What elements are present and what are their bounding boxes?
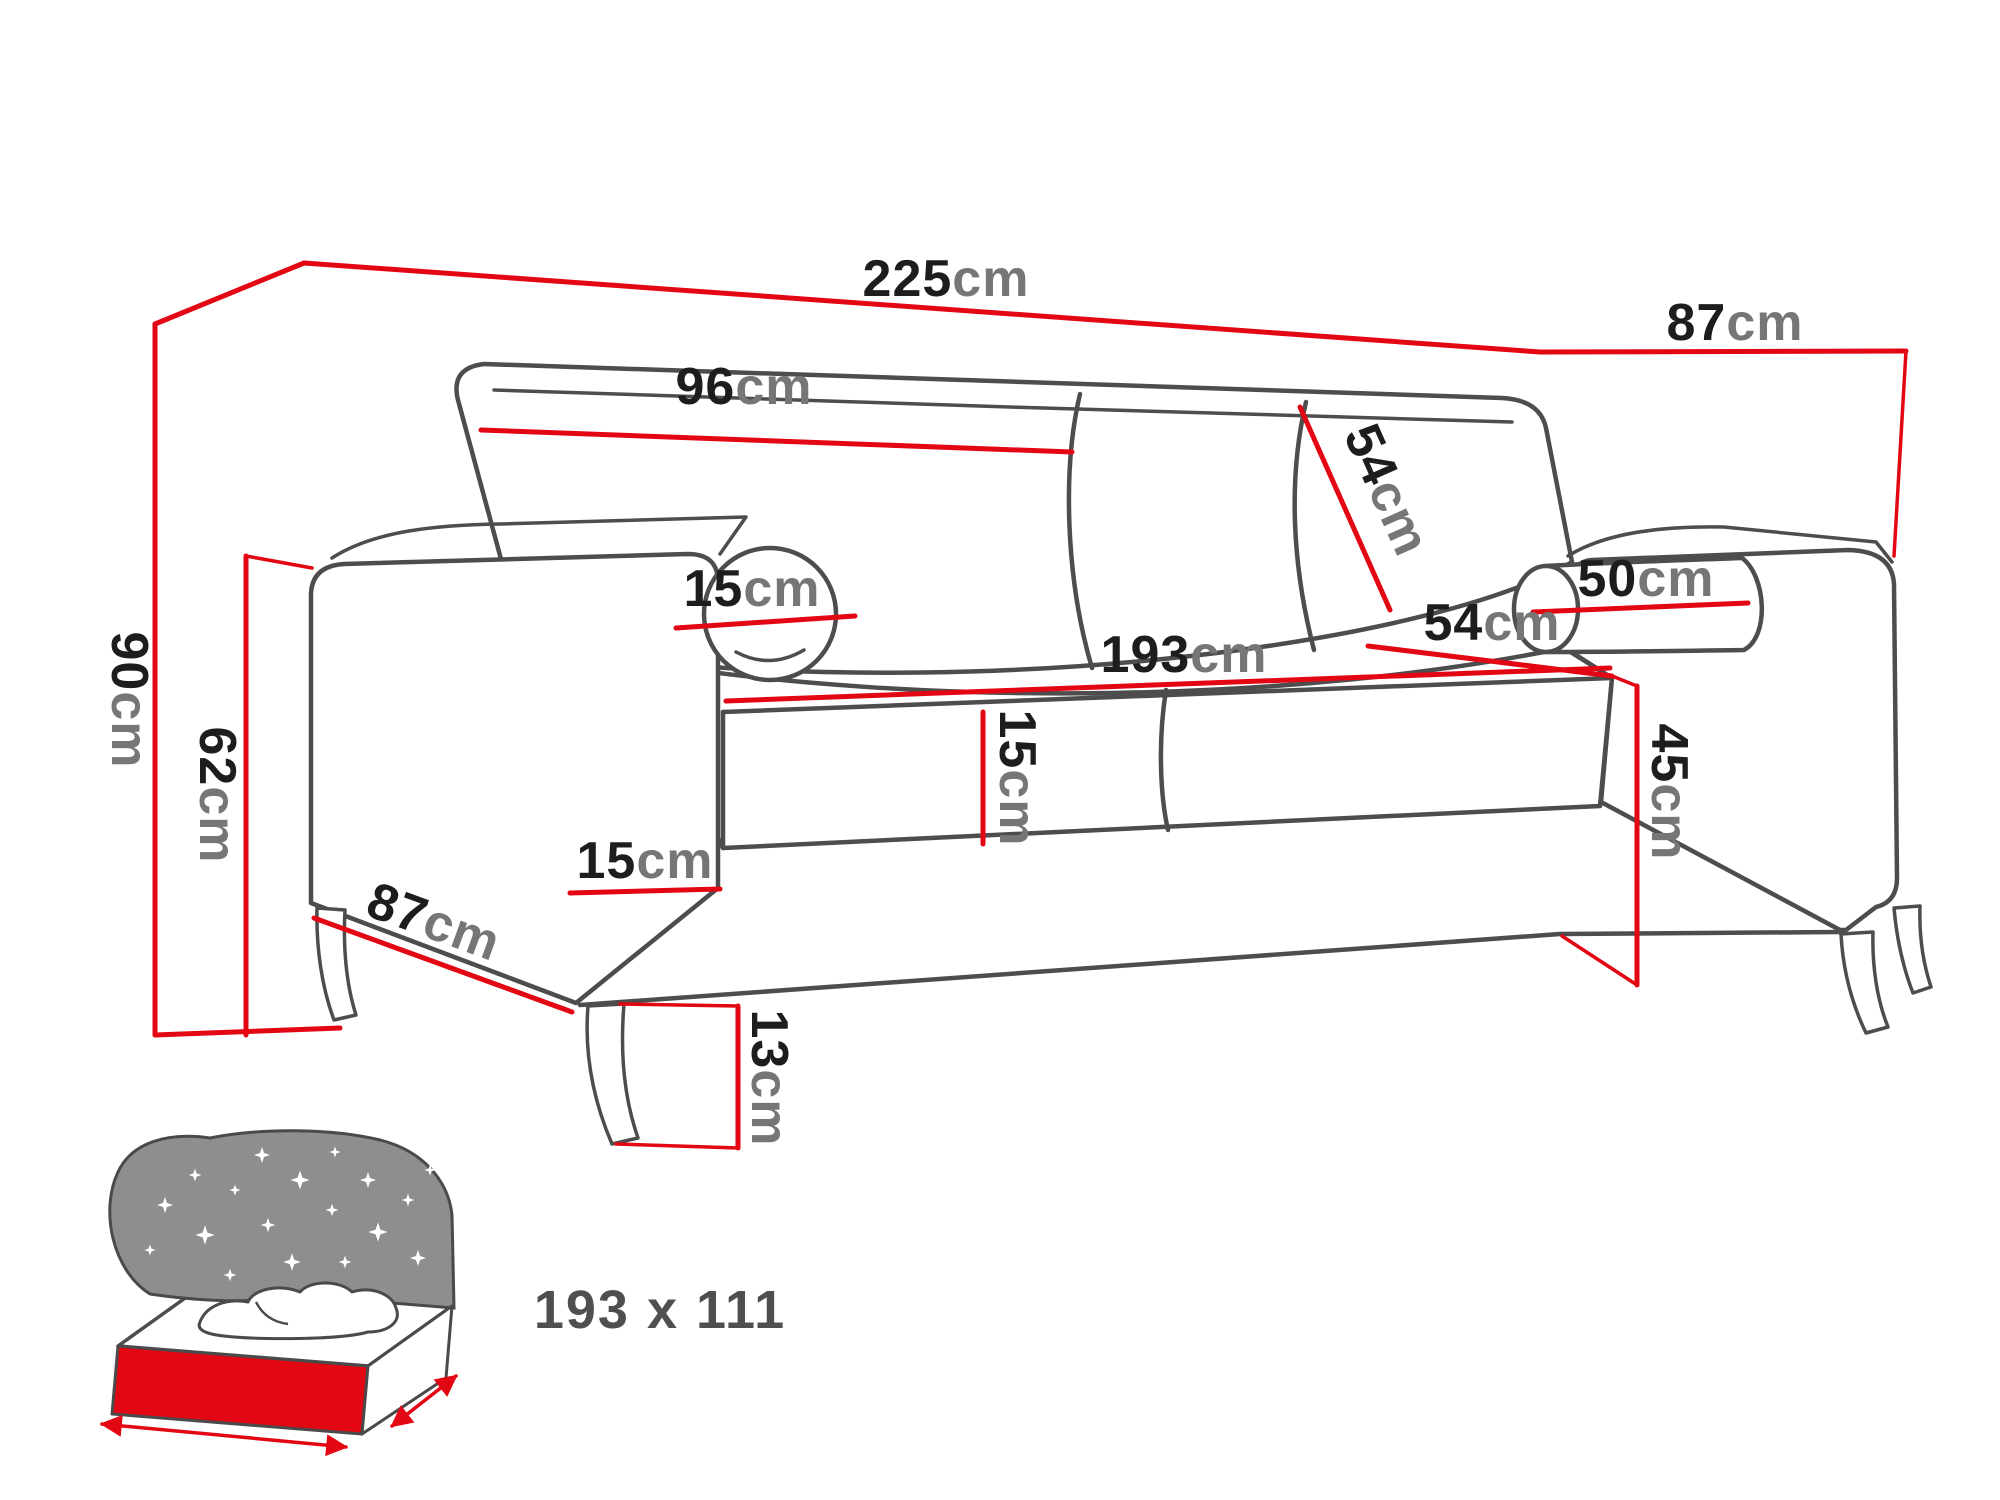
backrest-top-seam <box>492 388 1514 424</box>
bed-pillow-fold <box>254 1301 289 1326</box>
dim-label-seat-cushion-height: 15cm <box>988 710 1046 847</box>
sofa-leg-rear-left <box>315 906 358 1022</box>
dim-label-left-bolster: 15cm <box>684 560 821 618</box>
backrest-cushion-split-right <box>1292 399 1317 653</box>
dim-tick-leg-top <box>618 1002 740 1008</box>
dim-tick-seat-height-top <box>1610 674 1639 688</box>
dim-line-seat-width <box>723 665 1613 704</box>
dim-label-leg-height: 13cm <box>740 1010 798 1147</box>
dim-line-total-depth <box>1537 348 1909 355</box>
dim-tick-armrest-height-top <box>244 554 314 570</box>
dim-label-armrest-width: 15cm <box>577 832 714 890</box>
dimension-labels: 225cm 87cm 96cm 15cm 50cm 54cm 54cm 193c… <box>100 250 1804 1147</box>
right-armrest-top-seam <box>1566 525 1894 564</box>
sofa-leg-front-right <box>1839 930 1890 1035</box>
dim-tick-seat-height-bottom <box>1560 934 1639 987</box>
sofa-base-bottom-edge <box>577 929 1843 1008</box>
left-bolster-cushion <box>701 545 839 683</box>
sofa-leg-rear-right <box>1892 904 1933 995</box>
dim-line-left-bolster <box>673 613 858 631</box>
bed-depth-arrow <box>390 1374 458 1428</box>
bed-blanket <box>108 1129 456 1310</box>
dim-tick-total-height-top <box>152 260 307 327</box>
dim-label-seat-depth: 54cm <box>1424 594 1561 652</box>
sofa-leg-front-left <box>585 1002 640 1146</box>
left-armrest-top-seam <box>330 515 748 560</box>
dim-label-total-depth: 87cm <box>1667 294 1804 352</box>
seat-cushion-split <box>1158 687 1171 833</box>
backrest-cushion-split-left <box>1066 391 1095 671</box>
dim-line-backrest-cushion-width <box>478 427 1075 455</box>
dim-label-backrest-cushion-width: 96cm <box>676 358 813 416</box>
sleeping-area-icon-group: 193 x 111 <box>99 1129 786 1457</box>
dim-line-armrest-width <box>567 886 723 896</box>
left-bolster-fold <box>734 648 806 663</box>
dim-label-right-bolster: 50cm <box>1578 550 1715 608</box>
dim-tick-total-depth <box>1892 349 1908 558</box>
sleeping-area-label: 193 x 111 <box>534 1280 786 1340</box>
dim-label-total-width: 225cm <box>863 250 1030 308</box>
dim-line-base-depth <box>311 915 575 1015</box>
dim-line-backrest-cushion-height <box>1297 404 1393 613</box>
dim-label-armrest-height: 62cm <box>188 727 246 864</box>
dim-line-right-bolster <box>1530 600 1751 615</box>
dimension-lines <box>152 260 1909 1151</box>
dim-label-total-height: 90cm <box>100 632 158 769</box>
dim-tick-leg-bottom <box>614 1142 740 1150</box>
dim-label-seat-height: 45cm <box>1640 724 1698 861</box>
left-armrest <box>308 551 721 1006</box>
bed-width-arrow <box>99 1414 349 1457</box>
bed-pillows <box>197 1281 399 1341</box>
dim-line-total-width <box>301 260 1543 355</box>
dim-label-seat-width: 193cm <box>1101 626 1268 684</box>
